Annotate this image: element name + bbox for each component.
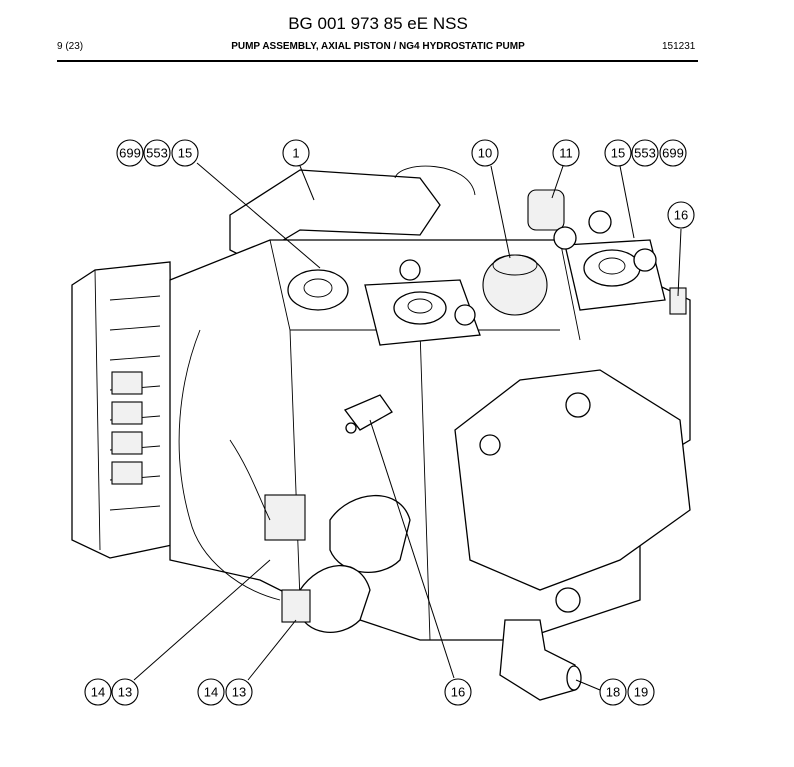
port-left — [287, 269, 349, 311]
callout-553-left: 553 — [143, 139, 171, 167]
callout-13-a: 13 — [111, 678, 139, 706]
document-date-code: 151231 — [662, 41, 696, 52]
pin-16 — [343, 394, 393, 431]
svg-text:14: 14 — [204, 685, 218, 700]
svg-text:13: 13 — [232, 685, 246, 700]
svg-text:10: 10 — [478, 146, 492, 161]
connector-c — [111, 431, 143, 455]
svg-text:15: 15 — [178, 146, 192, 161]
svg-text:16: 16 — [451, 685, 465, 700]
connector-b — [111, 401, 143, 425]
callout-14-a: 14 — [84, 678, 112, 706]
document-subtitle: PUMP ASSEMBLY, AXIAL PISTON / NG4 HYDROS… — [231, 41, 525, 52]
connector-d — [111, 461, 143, 485]
document-title: BG 001 973 85 eE NSS — [288, 14, 468, 33]
svg-text:19: 19 — [634, 685, 648, 700]
callout-15-left: 15 — [171, 139, 199, 167]
svg-text:15: 15 — [611, 146, 625, 161]
svg-text:13: 13 — [118, 685, 132, 700]
svg-text:553: 553 — [634, 146, 656, 161]
page-number: 9 (23) — [57, 41, 84, 52]
svg-text:18: 18 — [606, 685, 620, 700]
leader-lines — [133, 162, 682, 691]
callout-15-right: 15 — [604, 139, 632, 167]
callout-16-bottom: 16 — [444, 678, 472, 706]
elbow-fitting — [499, 619, 576, 701]
callout-1: 1 — [282, 139, 310, 167]
pump-illustration — [71, 165, 691, 701]
svg-text:699: 699 — [662, 146, 684, 161]
svg-text:11: 11 — [559, 146, 573, 161]
callout-699-left: 699 — [116, 139, 144, 167]
cover-plate — [454, 369, 691, 591]
callout-18: 18 — [599, 678, 627, 706]
svg-text:1: 1 — [292, 146, 299, 161]
fitting-11 — [527, 189, 565, 231]
sensor-connector — [264, 494, 306, 541]
pressure-port — [482, 254, 548, 316]
svg-text:553: 553 — [146, 146, 168, 161]
callout-16-top: 16 — [667, 201, 695, 229]
header-divider — [57, 60, 698, 62]
callout-10: 10 — [471, 139, 499, 167]
callout-19: 19 — [627, 678, 655, 706]
callout-14-b: 14 — [197, 678, 225, 706]
callout-13-b: 13 — [225, 678, 253, 706]
callout-699-right: 699 — [659, 139, 687, 167]
callout-11: 11 — [552, 139, 580, 167]
callout-553-right: 553 — [631, 139, 659, 167]
connector-a — [111, 371, 143, 395]
connector-13 — [281, 589, 311, 623]
fitting-lower — [297, 565, 371, 633]
svg-text:699: 699 — [119, 146, 141, 161]
svg-text:16: 16 — [674, 208, 688, 223]
svg-text:14: 14 — [91, 685, 105, 700]
